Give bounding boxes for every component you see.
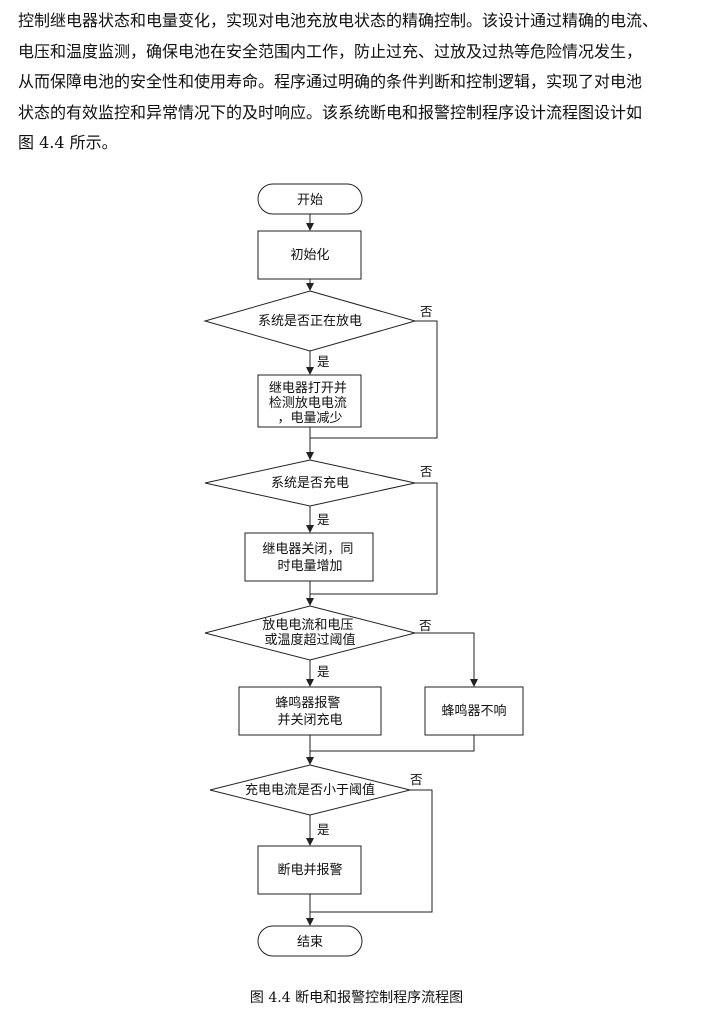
relay-close-label: 继电器关闭，同 时电量增加 — [262, 542, 357, 574]
decision-threshold-line: 放电电流和电压 — [262, 618, 353, 633]
power-off-process — [257, 845, 362, 895]
no-label: 否 — [410, 772, 423, 787]
buzzer-alarm-line: 蜂鸣器报警 — [275, 695, 340, 711]
buzzer-alarm-label: 蜂鸣器报警 并关闭充电 — [275, 695, 344, 728]
decision-charge-current-label: 充电电流是否小于阈值 — [245, 782, 375, 798]
relay-close-line: 继电器关闭，同 — [262, 542, 353, 557]
body-paragraph: 控制继电器状态和电量变化，实现对电池充放电状态的精确控制。该设计通过精确的电流、… — [18, 6, 708, 159]
end-terminal — [257, 925, 363, 957]
paragraph-line: 电压和温度监测，确保电池在安全范围内工作，防止过充、过放及过热等危险情况发生， — [18, 41, 643, 61]
decision-threshold-label: 放电电流和电压 或温度超过阈值 — [262, 618, 357, 648]
relay-close-process — [244, 532, 374, 582]
paragraph-line: 图 4.4 所示。 — [18, 133, 118, 152]
decision-threshold-line: 或温度超过阈值 — [264, 632, 355, 648]
relay-open-line: 检测放电电流 — [269, 396, 347, 411]
start-label: 开始 — [297, 193, 323, 208]
no-label: 否 — [420, 304, 433, 319]
decision-discharging-label: 系统是否正在放电 — [258, 314, 362, 329]
relay-close-line: 时电量增加 — [277, 559, 342, 574]
init-label: 初始化 — [290, 248, 329, 263]
yes-label: 是 — [317, 512, 330, 527]
relay-open-line: ，电量减少 — [277, 411, 342, 426]
relay-open-process — [257, 374, 362, 428]
no-label: 否 — [420, 464, 433, 479]
buzzer-silent-process — [424, 686, 524, 736]
init-process — [257, 230, 362, 280]
buzzer-alarm-line: 并关闭充电 — [277, 712, 342, 728]
yes-label: 是 — [317, 664, 330, 679]
yes-label: 是 — [317, 354, 330, 369]
paragraph-line: 从而保障电池的安全性和使用寿命。程序通过明确的条件判断和控制逻辑，实现了对电池 — [18, 72, 643, 91]
no-label: 否 — [419, 618, 432, 633]
figure-caption: 图 4.4 断电和报警控制程序流程图 — [249, 990, 464, 1006]
yes-label: 是 — [317, 822, 330, 837]
paragraph-line: 控制继电器状态和电量变化，实现对电池充放电状态的精确控制。该设计通过精确的电流、 — [18, 11, 659, 30]
power-off-label: 断电并报警 — [277, 862, 342, 878]
decision-charging-label: 系统是否充电 — [271, 475, 349, 491]
relay-open-label: 继电器打开并 检测放电电流 ，电量减少 — [269, 381, 351, 426]
buzzer-silent-label: 蜂鸣器不响 — [441, 703, 506, 719]
relay-open-line: 继电器打开并 — [269, 381, 347, 396]
end-label: 结束 — [297, 935, 323, 950]
paragraph-line: 状态的有效监控和异常情况下的及时响应。该系统断电和报警控制程序设计流程图设计如 — [18, 102, 643, 122]
